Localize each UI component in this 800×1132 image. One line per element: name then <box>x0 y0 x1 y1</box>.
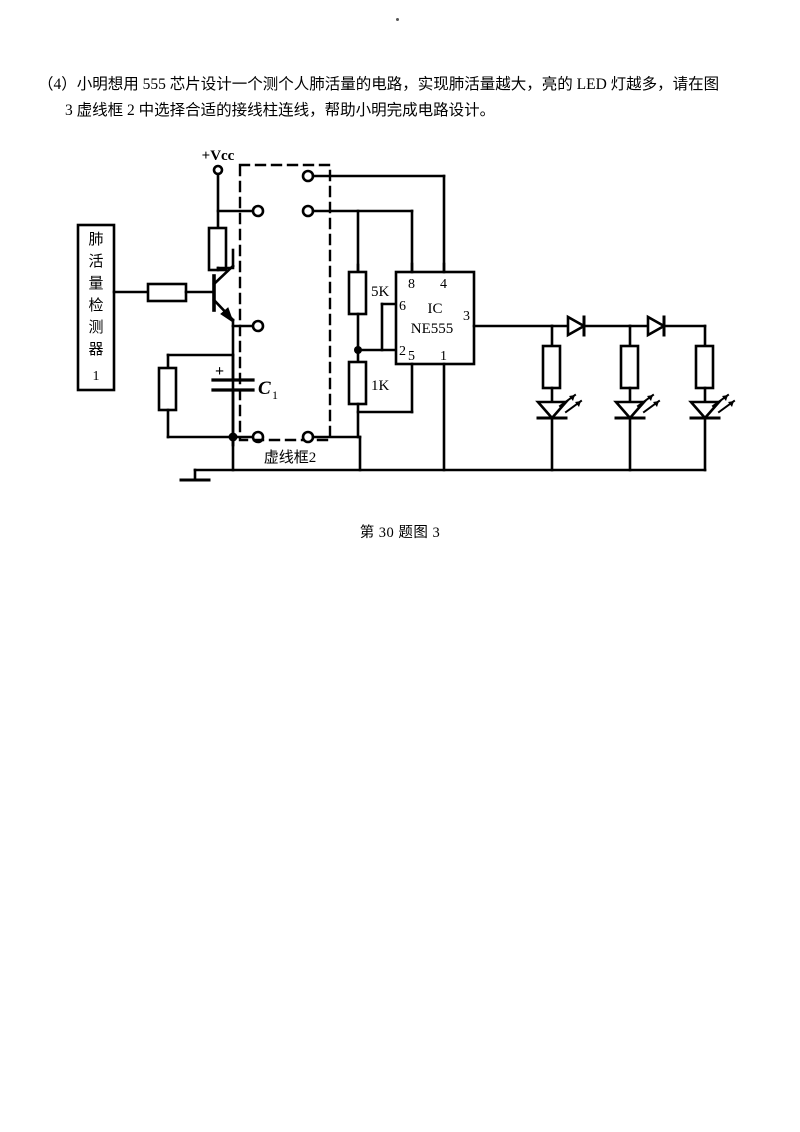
terminal-post-left-middle <box>251 319 265 333</box>
detector-char-5: 器 <box>88 342 103 358</box>
terminal-post-right-middle <box>301 204 315 218</box>
resistor-collector <box>207 226 228 272</box>
circuit-figure: +Vcc 肺 活 量 检 测 器 1 C 1 + 5K 1K IC NE555 <box>0 140 800 520</box>
resistor-led-3 <box>694 344 715 390</box>
label-pin-3: 3 <box>463 309 470 324</box>
transistor-emitter-arrow <box>220 307 234 324</box>
ic-body-ne555 <box>394 270 476 366</box>
terminal-post-right-lower <box>301 430 315 444</box>
led-1-emission-arrows <box>558 393 583 414</box>
detector-char-3: 检 <box>88 297 103 314</box>
led-3-emission-arrows <box>711 393 736 414</box>
label-pin-5: 5 <box>408 349 415 364</box>
question-line-2: 3 虚线框 2 中选择合适的接线柱连线，帮助小明完成电路设计。 <box>65 102 496 119</box>
diode-2-triangle <box>646 314 667 338</box>
detector-char-0: 肺 <box>88 231 103 248</box>
detector-box <box>76 223 116 392</box>
label-pin-1: 1 <box>440 349 447 364</box>
label-resistor-5k: 5K <box>371 284 390 300</box>
figure-caption: 第 30 题图 3 <box>359 525 441 541</box>
label-dashed-box-2: 虚线框2 <box>264 449 317 466</box>
ic-pin-label-group: 8 4 6 2 5 1 3 <box>399 277 470 364</box>
label-ne555: NE555 <box>411 321 454 337</box>
resistor-emitter <box>157 366 178 412</box>
resistor-5k <box>347 270 368 316</box>
diode-1-triangle <box>566 314 587 338</box>
detector-box-label-group: 肺 活 量 检 测 器 1 <box>88 231 103 384</box>
resistor-led-2 <box>619 344 640 390</box>
question-line-1: （4）小明想用 555 芯片设计一个测个人肺活量的电路，实现肺活量越大，亮的 L… <box>38 76 720 93</box>
resistor-led-1 <box>541 344 562 390</box>
label-pin-8: 8 <box>408 277 415 292</box>
detector-char-1: 活 <box>88 253 103 270</box>
label-pin-4: 4 <box>440 277 447 292</box>
resistor-1k <box>347 360 368 406</box>
question-text-block: （4）小明想用 555 芯片设计一个测个人肺活量的电路，实现肺活量越大，亮的 L… <box>38 72 768 124</box>
terminal-post-left-upper <box>251 204 265 218</box>
label-pin-2: 2 <box>399 344 406 359</box>
detector-char-2: 量 <box>88 276 103 292</box>
label-capacitor-polarity: + <box>215 363 224 380</box>
label-capacitor-c1: C <box>258 378 271 399</box>
terminal-post-right-upper <box>301 169 315 183</box>
dashed-box-2 <box>238 163 332 442</box>
detector-char-4: 测 <box>88 319 103 336</box>
label-resistor-1k: 1K <box>371 378 390 394</box>
label-pin-6: 6 <box>399 299 406 314</box>
detector-char-6: 1 <box>93 369 100 384</box>
page-top-dot <box>396 18 399 21</box>
led-2-emission-arrows <box>636 393 661 414</box>
label-vcc: +Vcc <box>202 148 235 164</box>
resistor-base <box>146 282 188 303</box>
label-capacitor-subscript: 1 <box>272 388 278 402</box>
label-ic: IC <box>428 301 443 317</box>
